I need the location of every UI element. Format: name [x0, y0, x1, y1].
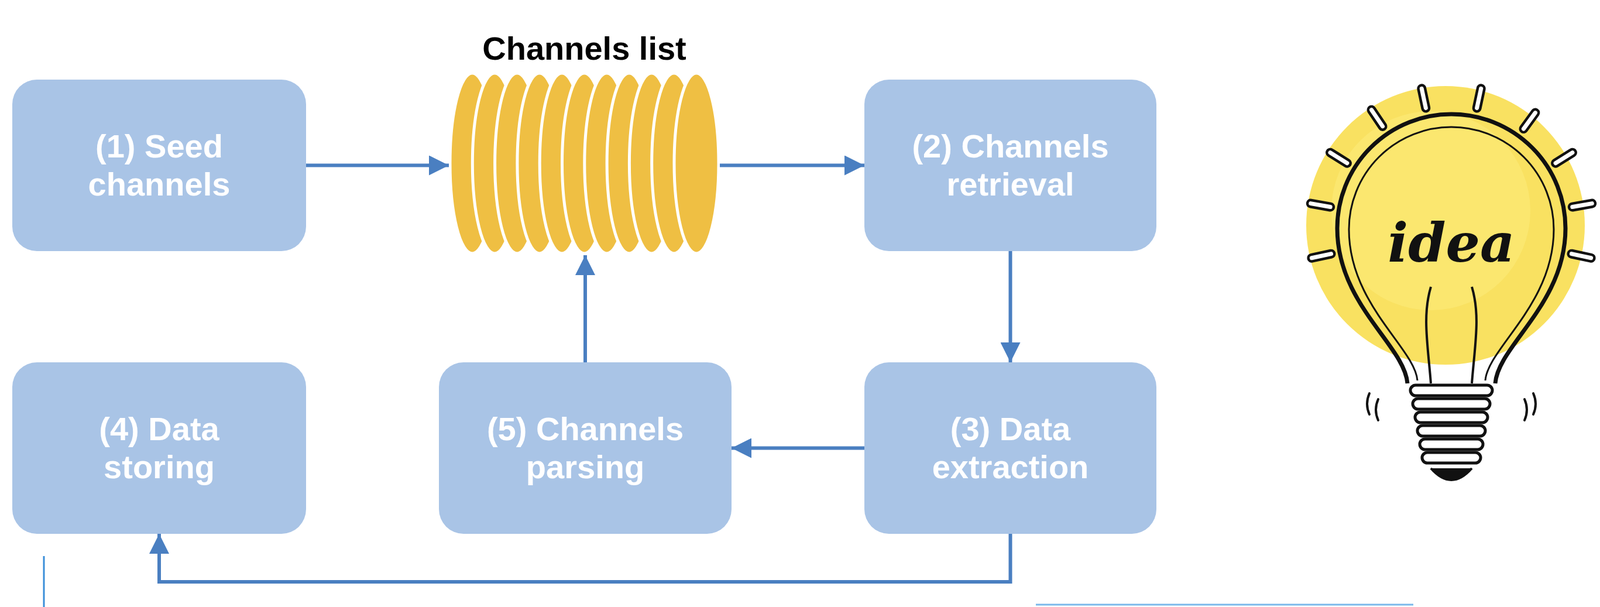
store-heading: Channels list [448, 32, 720, 65]
decor-line [1035, 603, 1414, 606]
flow-arrow [306, 163, 449, 168]
process-box: (4) Data storing [12, 362, 307, 534]
box-label: (2) Channels retrieval [899, 127, 1122, 204]
decor-line [43, 555, 46, 607]
seed-box: (1) Seed channels [12, 79, 307, 252]
process-box: (5) Channels parsing [438, 362, 732, 534]
box-label: (4) Data storing [47, 410, 271, 486]
box-label: (1) Seed channels [47, 127, 271, 204]
flow-arrow [1008, 251, 1013, 363]
process-box: (2) Channels retrieval [864, 79, 1157, 252]
flow-arrow [159, 533, 1011, 582]
flow-arrow [731, 446, 865, 451]
channels-list-cylinder: Channels list [448, 32, 720, 256]
process-box: (3) Data extraction [864, 362, 1157, 534]
light-bulb-illustration [1306, 86, 1592, 480]
flow-arrow [583, 255, 587, 363]
box-label: (5) Channels parsing [474, 410, 697, 486]
illustration-text: idea [1387, 215, 1515, 270]
cylinder-shape [448, 71, 720, 256]
box-label: (3) Data extraction [899, 410, 1122, 486]
flow-arrow [719, 163, 865, 168]
